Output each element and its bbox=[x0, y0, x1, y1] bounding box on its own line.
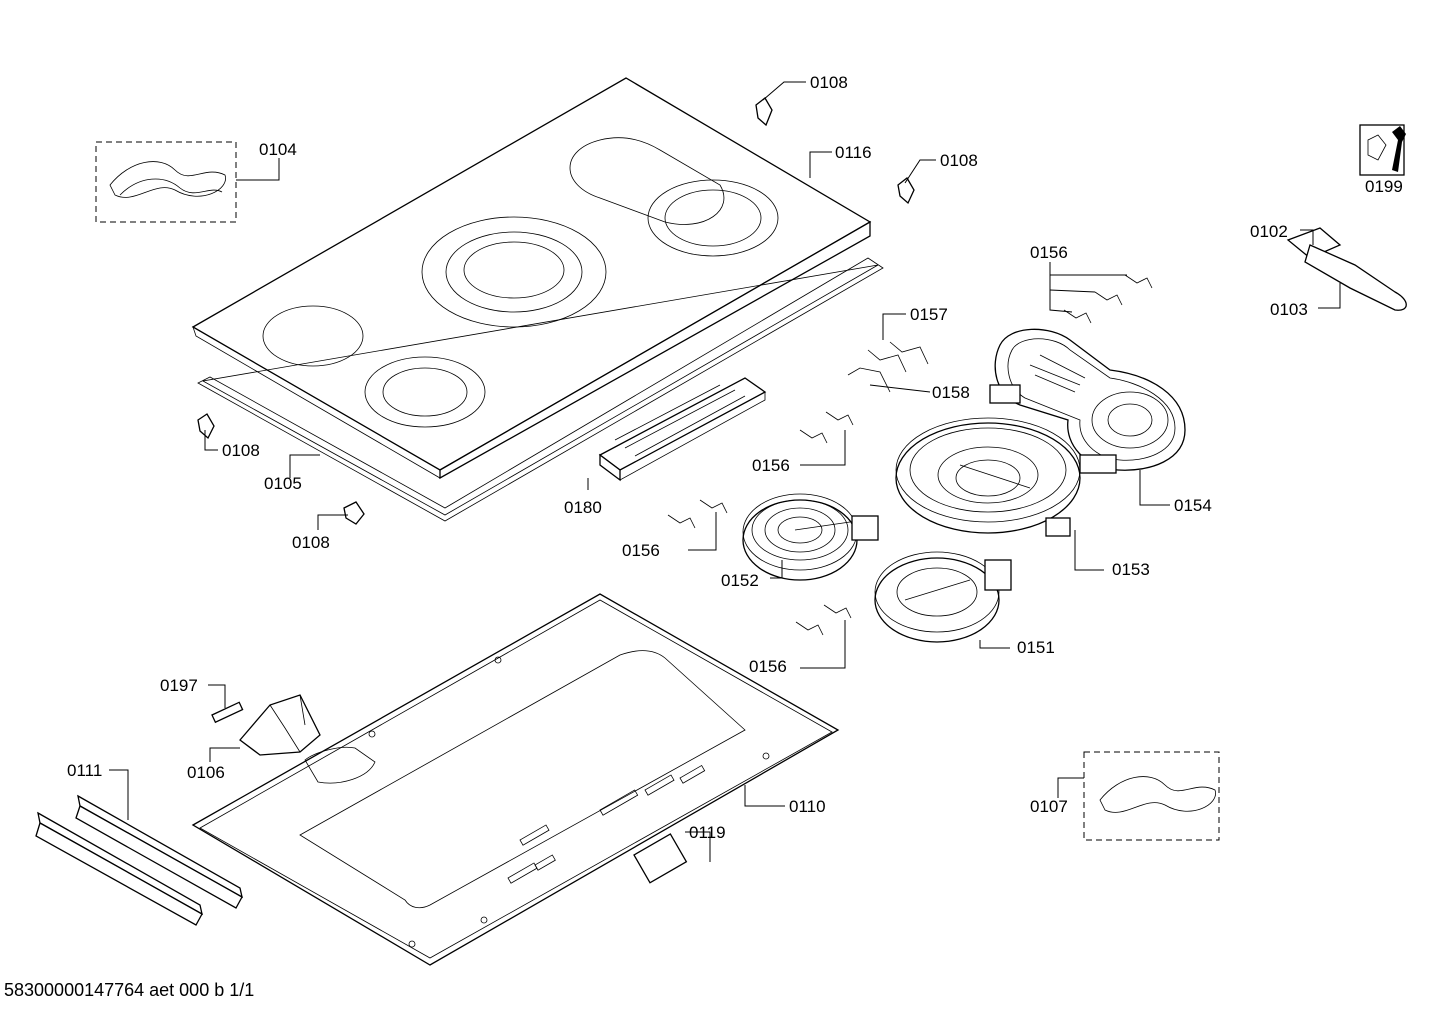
label-0156-mid: 0156 bbox=[752, 456, 790, 475]
brackets-0157-0158 bbox=[847, 341, 929, 393]
gasket-set-0104 bbox=[95, 141, 237, 223]
hotplate-0154 bbox=[989, 328, 1186, 474]
leader-lines bbox=[109, 81, 1341, 862]
key-tool-0102-0103 bbox=[1286, 227, 1407, 311]
label-0152: 0152 bbox=[721, 571, 759, 590]
label-0158: 0158 bbox=[932, 383, 970, 402]
label-0108-bottom: 0108 bbox=[292, 533, 330, 552]
label-0199: 0199 bbox=[1365, 177, 1403, 196]
label-0180: 0180 bbox=[564, 498, 602, 517]
document-footer-id: 58300000147764 aet 000 b 1/1 bbox=[4, 980, 255, 1000]
sensor-assembly-0106 bbox=[211, 694, 321, 756]
housing-tray-0110 bbox=[191, 593, 840, 966]
label-0105: 0105 bbox=[264, 474, 302, 493]
label-0151: 0151 bbox=[1017, 638, 1055, 657]
label-0111: 0111 bbox=[67, 761, 102, 780]
spring-clips-0156 bbox=[667, 274, 1153, 636]
label-0108-left: 0108 bbox=[222, 441, 260, 460]
label-0119: 0119 bbox=[689, 823, 726, 842]
label-0102: 0102 bbox=[1250, 222, 1288, 241]
label-0108-top: 0108 bbox=[810, 73, 848, 92]
label-0157: 0157 bbox=[910, 305, 948, 324]
label-0156-top: 0156 bbox=[1030, 243, 1068, 262]
label-0104: 0104 bbox=[259, 140, 297, 159]
label-0103: 0103 bbox=[1270, 300, 1308, 319]
label-plate-0119 bbox=[633, 833, 688, 884]
label-0110: 0110 bbox=[789, 797, 826, 816]
label-0154: 0154 bbox=[1174, 496, 1212, 515]
mounting-rails-0111 bbox=[35, 794, 243, 926]
control-module-0180 bbox=[598, 377, 767, 482]
hotplate-0153 bbox=[895, 417, 1081, 537]
wrench-tool-icon bbox=[1359, 124, 1406, 176]
label-0197: 0197 bbox=[160, 676, 198, 695]
label-0108-right: 0108 bbox=[940, 151, 978, 170]
gasket-set-0107 bbox=[1083, 751, 1220, 841]
label-0106: 0106 bbox=[187, 763, 225, 782]
hotplate-0151 bbox=[874, 551, 1012, 643]
gasket-frame-0105 bbox=[197, 257, 884, 522]
label-0156-bottom: 0156 bbox=[749, 657, 787, 676]
glass-ceramic-top-0116 bbox=[191, 77, 872, 480]
label-0153: 0153 bbox=[1112, 560, 1150, 579]
label-0156-left: 0156 bbox=[622, 541, 660, 560]
label-0116: 0116 bbox=[835, 143, 872, 162]
hotplate-0152 bbox=[742, 493, 879, 581]
label-0107: 0107 bbox=[1030, 797, 1068, 816]
